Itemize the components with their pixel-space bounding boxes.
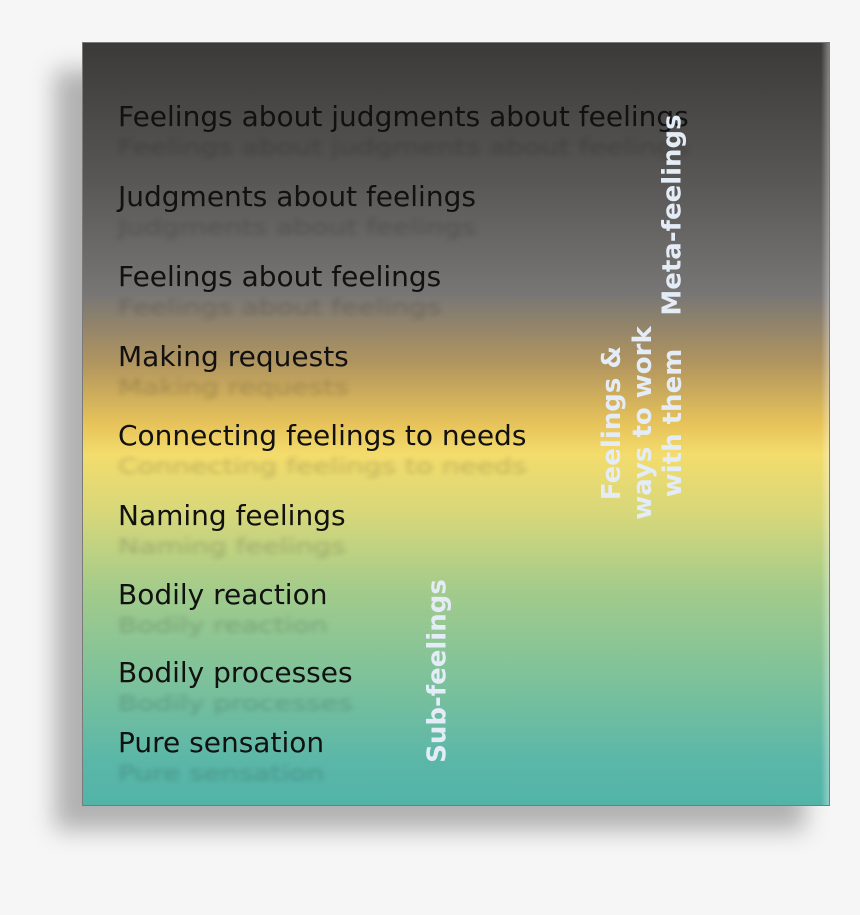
feelings-and-ways-label: Feelings & ways to work with them: [596, 326, 689, 520]
sub-feelings-label: Sub-feelings: [422, 579, 453, 763]
